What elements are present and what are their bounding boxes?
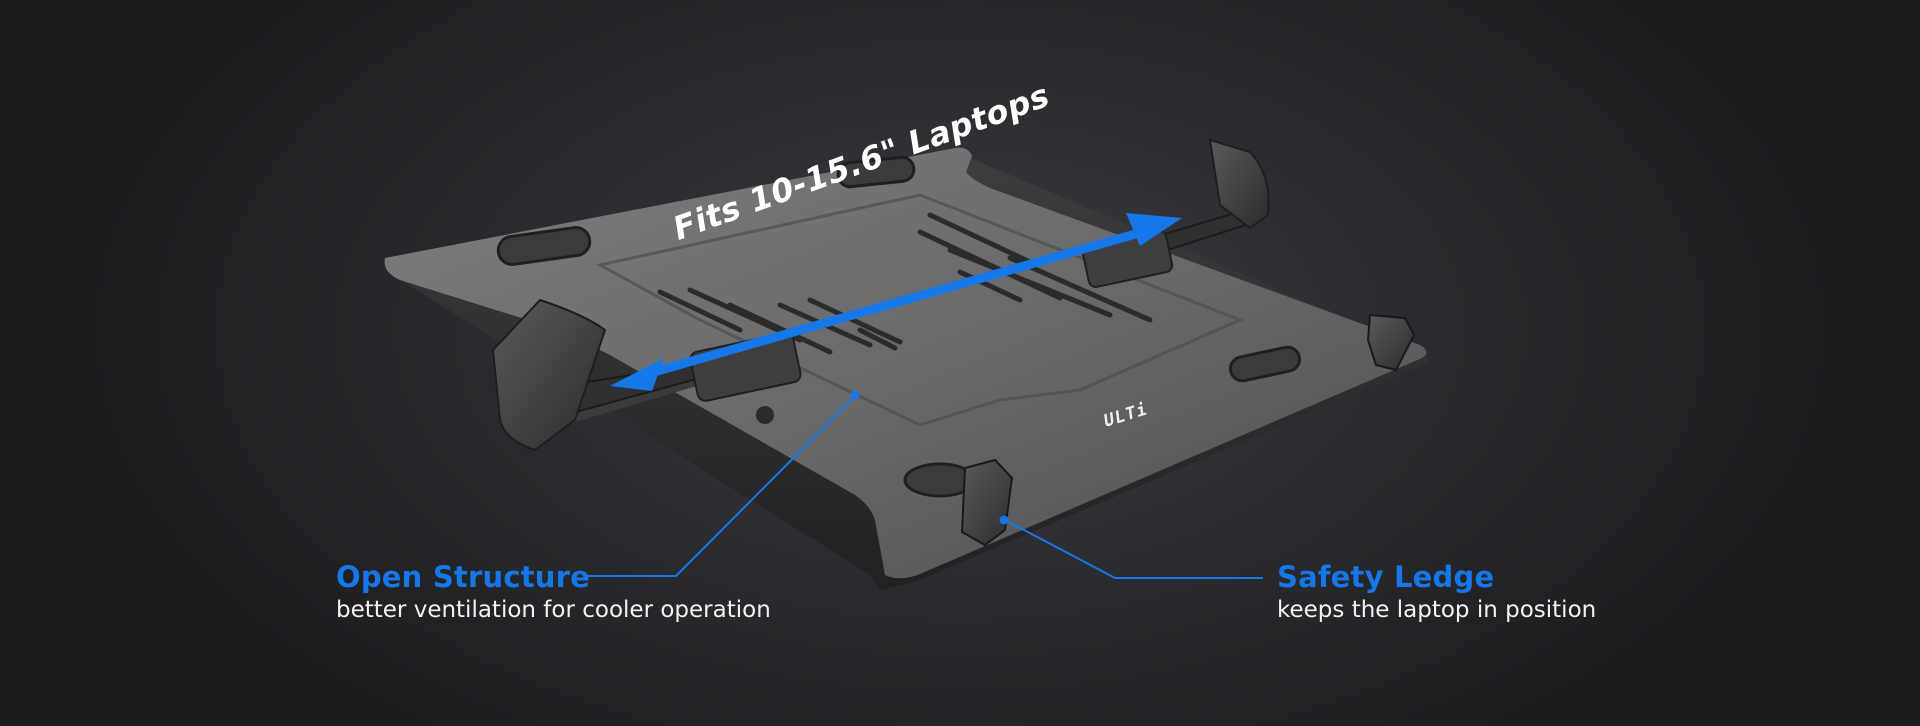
rubber-pads <box>496 155 1301 498</box>
callout-description: better ventilation for cooler operation <box>336 597 771 623</box>
callout-title: Open Structure <box>336 560 590 594</box>
callout-dot-open-structure <box>850 390 860 400</box>
tray-recess <box>595 193 1244 427</box>
callout-leader-safety-ledge <box>1004 519 1263 579</box>
size-arrow-icon <box>610 213 1182 391</box>
callout-open-structure: Open Structure better ventilation for co… <box>336 563 771 622</box>
callout-safety-ledge: Safety Ledge keeps the laptop in positio… <box>1277 563 1596 622</box>
callout-title: Safety Ledge <box>1277 560 1495 594</box>
callout-dot-safety-ledge <box>999 515 1009 525</box>
safety-ledge-clips <box>960 313 1416 547</box>
right-clamp-arm <box>1081 138 1270 288</box>
callout-leader-open-structure <box>584 394 857 577</box>
ventilation-slots <box>657 212 1153 355</box>
callout-description: keeps the laptop in position <box>1277 597 1597 623</box>
